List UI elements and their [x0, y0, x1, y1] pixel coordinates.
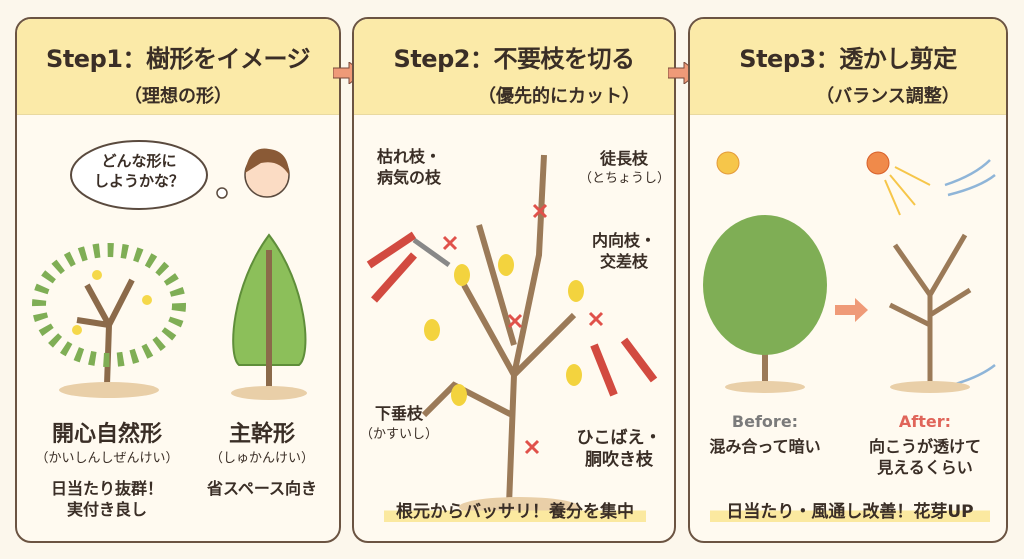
open-center-tree-icon: [32, 243, 186, 398]
step3-panel: Step3：透かし剪定 （バランス調整） Before: 混み合って暗い Aft…: [688, 17, 1008, 543]
step1-title: Step1：樹形をイメージ: [46, 45, 310, 73]
step1-header: Step1：樹形をイメージ （理想の形）: [17, 19, 339, 115]
step3-illustration: [703, 151, 996, 393]
thought-bubble: [70, 140, 208, 210]
wind-icon: [944, 159, 996, 387]
pruning-shears-icon: [590, 337, 658, 397]
step2-header: Step2：不要枝を切る （優先的にカット）: [354, 19, 674, 115]
step2-footer: 根元からバッサリ！養分を集中: [384, 497, 646, 522]
before-label: Before:: [731, 412, 799, 431]
dense-tree-icon: [703, 215, 827, 393]
label-inward-branch: 内向枝・ 交差枝: [591, 231, 656, 271]
step3-footer: 日当たり・風通し改善！花芽UP: [710, 497, 990, 522]
thinned-tree-icon: [888, 233, 972, 393]
step2-subtitle: （優先的にカット）: [478, 86, 640, 107]
shape-note-open-center: 日当たり抜群！ 実付き良し: [50, 479, 163, 519]
label-dead-branch: 枯れ枝・ 病気の枝: [376, 147, 441, 187]
cut-mark-icons: [442, 203, 604, 455]
step1-subtitle: （理想の形）: [124, 86, 232, 107]
step2-title: Step2：不要枝を切る: [393, 45, 635, 73]
step3-header: Step3：透かし剪定 （バランス調整）: [690, 19, 1006, 115]
step3-title: Step3：透かし剪定: [739, 45, 957, 73]
shape-name-open-center: 開心自然形: [51, 422, 162, 447]
before-after-arrow-icon: [835, 298, 868, 322]
step2-panel: Step2：不要枝を切る （優先的にカット） 枯れ枝・ 病気の枝 徒長枝 （とち…: [352, 17, 676, 543]
label-hanging-branch: 下垂枝: [374, 404, 423, 423]
after-label: After:: [898, 412, 952, 431]
shape-reading-central-leader: （しゅかんけい）: [209, 451, 314, 466]
label-hanging-reading: （かすいし）: [359, 427, 438, 442]
pruning-shears-icon: [366, 231, 451, 303]
step1-panel: Step1：樹形をイメージ （理想の形） どんな形に しようかな？ 開心自然形 …: [15, 17, 341, 543]
label-water-sprout: 徒長枝: [599, 149, 648, 168]
before-text: 混み合って暗い: [709, 437, 821, 456]
label-water-sprout-reading: （とちょうし）: [579, 171, 671, 186]
shape-name-central-leader: 主幹形: [228, 422, 295, 447]
central-leader-tree-icon: [231, 233, 307, 400]
sun-icon: [866, 151, 931, 216]
thought-text: どんな形に しようかな？: [93, 152, 184, 190]
step3-subtitle: （バランス調整）: [816, 86, 960, 107]
step1-illustration: [32, 140, 307, 400]
sun-icon: [716, 151, 740, 175]
shape-note-central-leader: 省スペース向き: [206, 479, 318, 498]
shape-reading-open-center: （かいしんしぜんけい）: [35, 451, 179, 466]
label-sucker: ひこばえ・ 胴吹き枝: [576, 428, 662, 471]
after-text: 向こうが透けて 見えるくらい: [868, 437, 981, 477]
